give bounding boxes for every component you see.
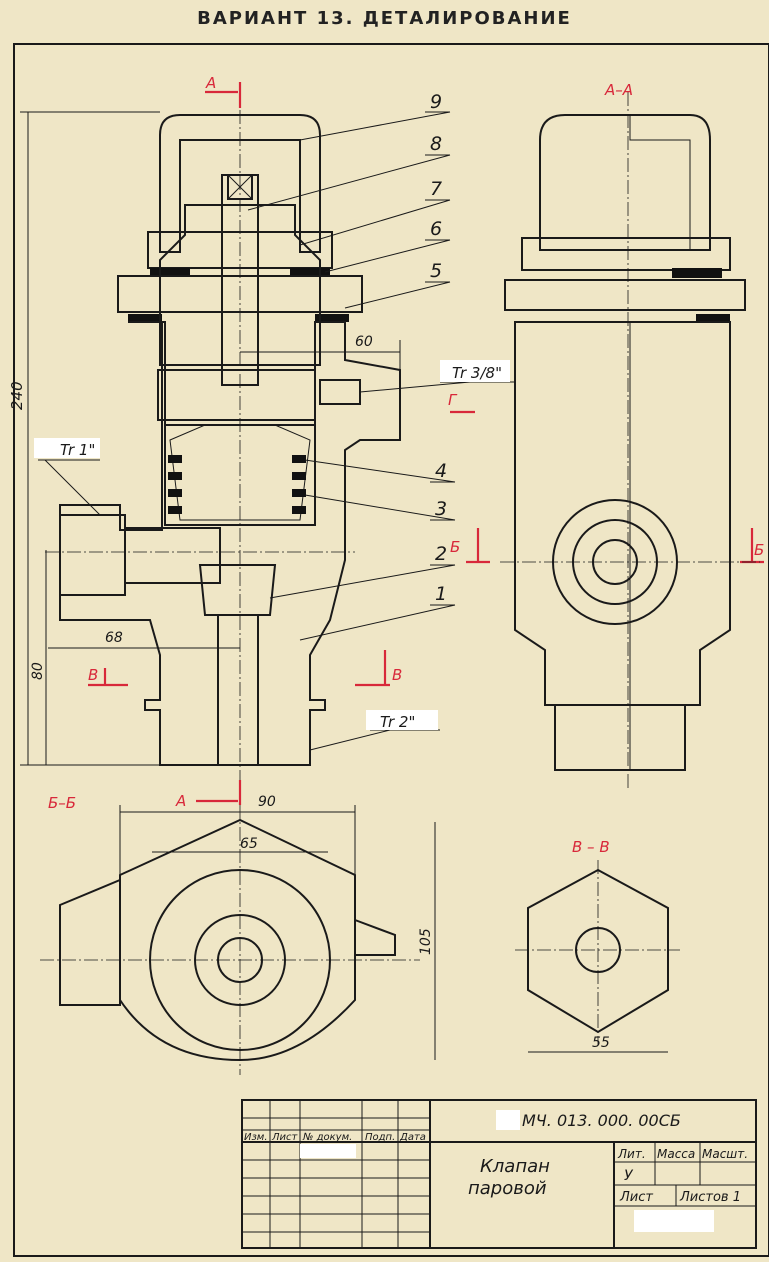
side-bottom-thread [554,704,686,771]
thread-3-8in: Tr 3/8" [452,364,502,382]
tb-sheets: Листов 1 [679,1190,741,1205]
callout-1: 1 [435,583,447,605]
dim-90-label: 90 [258,794,276,810]
gasket-lower-left [128,314,162,322]
dim-60-label: 60 [355,334,373,350]
thread-labels: Tr 1" Tr 3/8" Tr 2" [34,360,510,731]
valve-body-part [59,321,401,766]
tb-sheet: Лист [619,1190,653,1205]
callout-5: 5 [430,260,442,282]
tb-name-line2: паровой [468,1178,547,1199]
marker-a-bottom: А [175,792,186,810]
section-b-outlet-boss [354,918,396,956]
sheet-title: ВАРИАНТ 13. ДЕТАЛИРОВАНИЕ [197,8,572,29]
piston-part [169,424,311,521]
inlet-bore [59,514,126,596]
marker-a-top: А [205,74,216,92]
tb-podp: Подп. [365,1132,395,1143]
section-b-inlet-boss [59,878,121,1006]
tb-ndokum: № докум. [302,1132,352,1143]
side-view-a-a [500,92,760,790]
side-flange [504,279,746,311]
valve-chamber [157,369,316,421]
dim-60: 60 [240,334,401,370]
outlet-bottom-bore [217,614,259,766]
section-b-b-view: 90 65 105 Б–Б А [40,780,436,1075]
marker-v-left: В [88,666,98,684]
callout-8: 8 [430,133,442,155]
callout-6: 6 [430,218,442,240]
marker-g: Г [448,391,458,409]
dim-55-label: 55 [592,1035,610,1051]
section-b-label: Б–Б [48,794,76,812]
callout-3: 3 [435,498,447,520]
tb-lit: Лит. [617,1147,646,1161]
valve-seat-part [198,564,277,616]
gasket-left [150,268,190,276]
title-block: Изм. Лист № докум. Подп. Дата МЧ. 013. 0… [241,1099,757,1249]
dim-80-label: 80 [30,662,46,680]
side-cap [539,114,711,251]
tb-data: Дата [399,1132,426,1143]
dim-65-label: 65 [240,836,258,852]
dim-240: 240 [8,111,160,766]
sheet-frame [13,43,769,1257]
dim-68-label: 68 [105,630,123,646]
tb-masht: Масшт. [702,1147,748,1161]
section-b-body [119,818,356,1062]
spring-coils [168,455,306,514]
thread-1in: Tr 1" [60,441,95,459]
part-callouts: 9 8 7 6 5 4 3 2 1 [38,91,515,751]
side-body [514,321,731,706]
side-cap-nut [521,237,731,271]
tb-list: Лист [271,1132,299,1143]
dim-68: 68 [48,630,240,649]
tb-name-line1: Клапан [480,1156,550,1177]
dim-105-label: 105 [418,928,434,955]
tb-designation: МЧ. 013. 000. 00СБ [522,1111,681,1130]
tb-massa: Масса [657,1147,695,1161]
marker-b-right: Б [754,541,764,559]
tb-lit-value: У [624,1168,634,1184]
gasket-lower-right [315,314,349,322]
view-a-a-label: А–А [604,81,633,99]
section-v-label: В – В [572,838,610,856]
tb-izm: Изм. [244,1132,268,1143]
thread-2in: Tr 2" [380,713,415,731]
dim-240-label: 240 [8,381,26,410]
marker-v-right: В [392,666,402,684]
section-markers: А Г В В Б Б [88,74,764,687]
callout-4: 4 [435,460,447,482]
outlet-bore [319,379,361,405]
marker-b-left: Б [450,538,460,556]
gasket-right [290,268,330,276]
callout-7: 7 [430,178,442,200]
callout-9: 9 [430,91,442,113]
dim-80: 80 [30,550,47,765]
inlet-channel [124,527,221,584]
section-v-v-view: 55 В – В [515,838,680,1053]
callout-2: 2 [435,543,447,565]
bonnet-part [159,204,321,366]
